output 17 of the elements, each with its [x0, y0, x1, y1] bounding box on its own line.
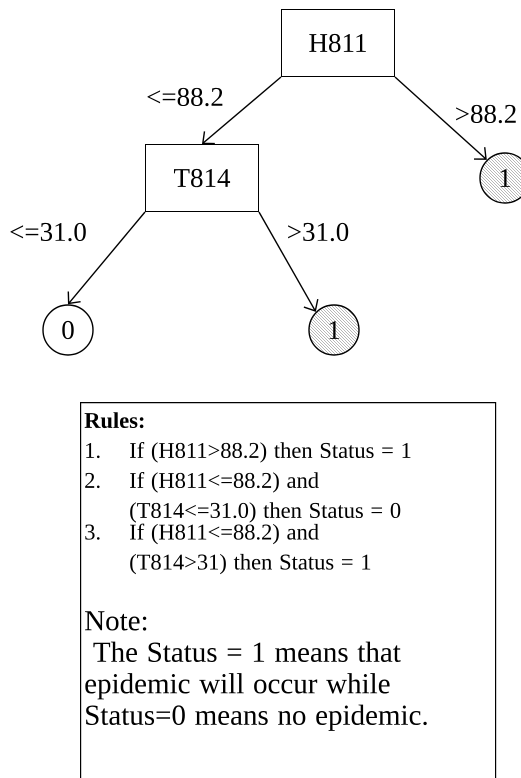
- rules-box: [80, 402, 496, 778]
- arrow: [68, 212, 146, 304]
- edge-label: >88.2: [454, 104, 518, 124]
- rules-heading: Rules:: [84, 412, 144, 428]
- rule-item: 3. If (H811<=88.2) and (T814>31) then Status = 1: [85, 524, 370, 574]
- note-heading: Note:: [85, 611, 146, 631]
- split-box: H811: [281, 9, 395, 77]
- arrow: [258, 212, 318, 312]
- rule-item: 1. If (H811>88.2) then Status = 1: [86, 442, 410, 463]
- rule-item: 2. If (H811<=88.2) and (T814<=31.0) then Status = 0: [85, 472, 400, 523]
- arrow: [394, 76, 487, 160]
- split-box: T814: [145, 144, 259, 212]
- note-text: The Status = 1 means that epidemic will occur while Status=0 means no epidemic.: [85, 642, 427, 731]
- edge-label: <=88.2: [145, 86, 225, 108]
- edge-label: >31.0: [286, 222, 350, 242]
- arrow: [202, 76, 282, 144]
- edge-label: <=31.0: [8, 222, 88, 242]
